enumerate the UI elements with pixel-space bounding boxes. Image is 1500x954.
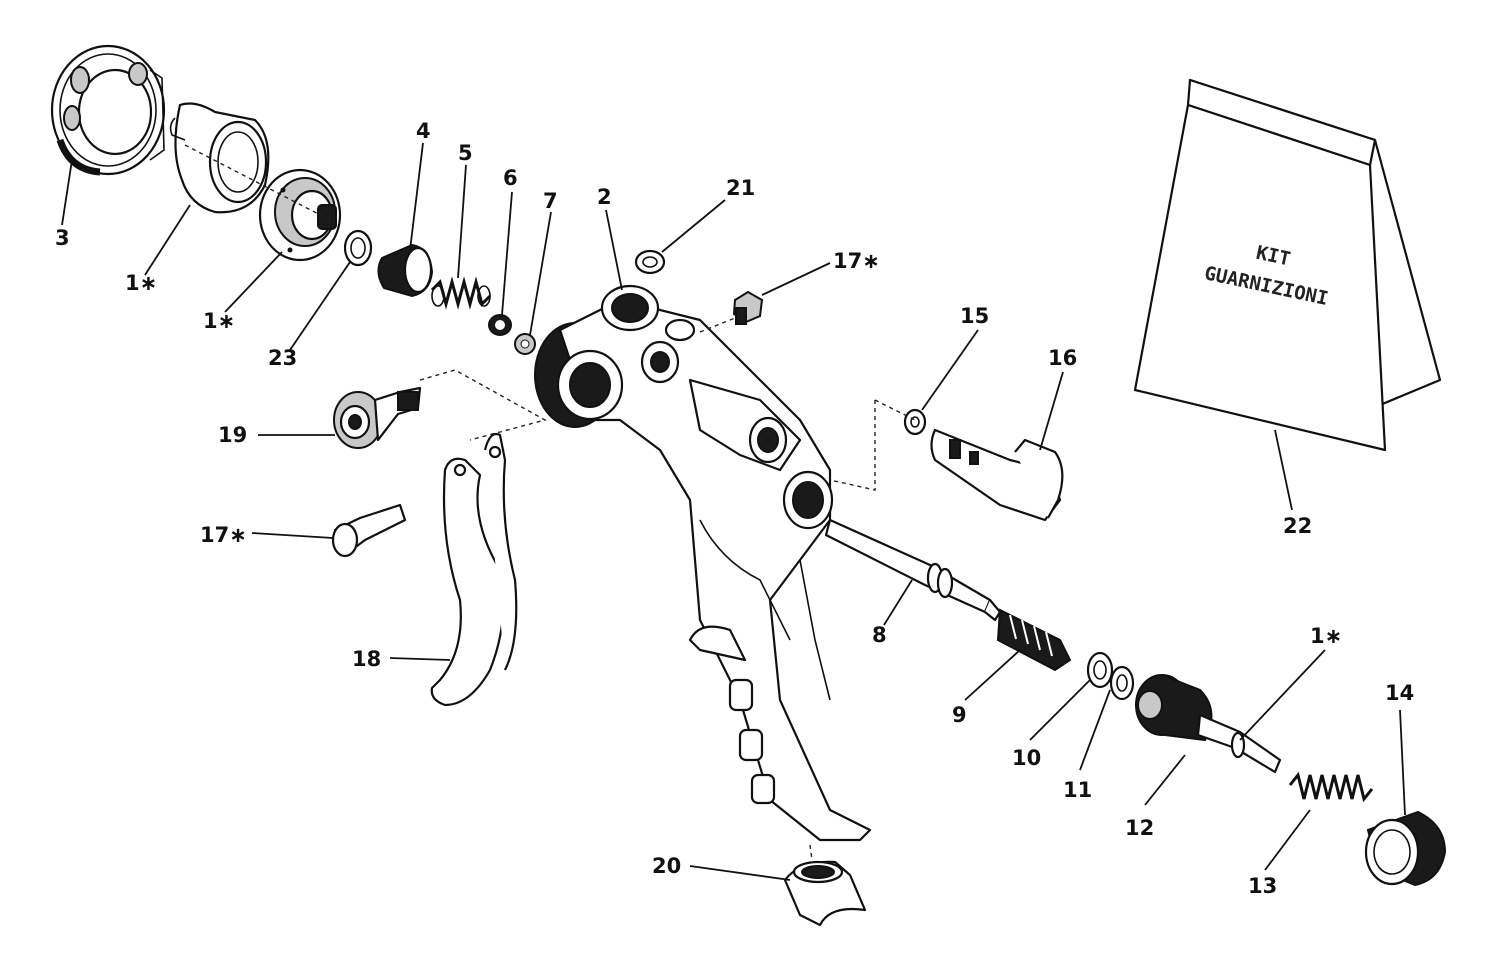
part-labels: 3 1∗ 1∗ 23 4 5 6 7 2 21 17∗ 15 16 22 19 … <box>55 119 1414 898</box>
label-15: 15 <box>960 304 989 328</box>
label-5: 5 <box>458 141 473 165</box>
part-5-spring <box>430 276 492 310</box>
label-10: 10 <box>1012 746 1041 770</box>
part-12-adjust-body <box>1135 674 1282 774</box>
part-10-washer <box>1086 651 1114 689</box>
part-6-ring <box>488 314 512 336</box>
label-12: 12 <box>1125 816 1154 840</box>
part-17-trigger-screw <box>331 503 407 558</box>
part-7-ring <box>514 333 536 355</box>
label-20: 20 <box>652 854 681 878</box>
part-1-air-cap <box>169 102 270 214</box>
assembly-lines <box>184 144 916 861</box>
label-19: 19 <box>218 423 247 447</box>
label-13: 13 <box>1248 874 1277 898</box>
part-9-needle-packing <box>996 608 1072 672</box>
label-2: 2 <box>597 185 612 209</box>
part-21-washer <box>634 249 666 275</box>
part-23-gasket <box>343 229 373 267</box>
label-3: 3 <box>55 226 70 250</box>
part-1-fluid-nozzle <box>258 168 342 262</box>
label-17-top: 17∗ <box>833 249 880 273</box>
part-19-fan-valve <box>333 386 422 449</box>
label-14: 14 <box>1385 681 1414 705</box>
part-15-oring <box>903 408 927 436</box>
label-1-nozzle: 1∗ <box>203 309 235 333</box>
label-1-needle: 1∗ <box>1310 624 1342 648</box>
label-9: 9 <box>952 703 967 727</box>
leader-lines <box>61 142 1406 881</box>
label-7: 7 <box>543 189 558 213</box>
label-21: 21 <box>726 176 755 200</box>
label-22: 22 <box>1283 514 1312 538</box>
label-4: 4 <box>416 119 431 143</box>
label-16: 16 <box>1048 346 1077 370</box>
part-18-trigger <box>430 432 518 707</box>
part-17-screw-top <box>732 290 764 325</box>
label-18: 18 <box>352 647 381 671</box>
part-2-gun-body <box>534 284 872 842</box>
part-8-needle <box>824 518 1002 622</box>
part-3-air-cap-ring <box>50 44 166 176</box>
label-23: 23 <box>268 346 297 370</box>
label-17-left: 17∗ <box>200 523 247 547</box>
part-14-adjust-knob <box>1364 810 1447 887</box>
part-16-air-valve <box>930 428 1064 522</box>
label-11: 11 <box>1063 778 1092 802</box>
part-20-air-inlet <box>783 860 867 927</box>
part-11-washer <box>1109 665 1135 701</box>
part-4-nozzle-seat <box>377 243 434 298</box>
label-1-air-cap: 1∗ <box>125 271 157 295</box>
part-22-gasket-kit-bag: KIT GUARNIZIONI <box>1133 78 1442 452</box>
part-13-spring <box>1288 771 1374 803</box>
label-6: 6 <box>503 166 518 190</box>
label-8: 8 <box>872 623 887 647</box>
